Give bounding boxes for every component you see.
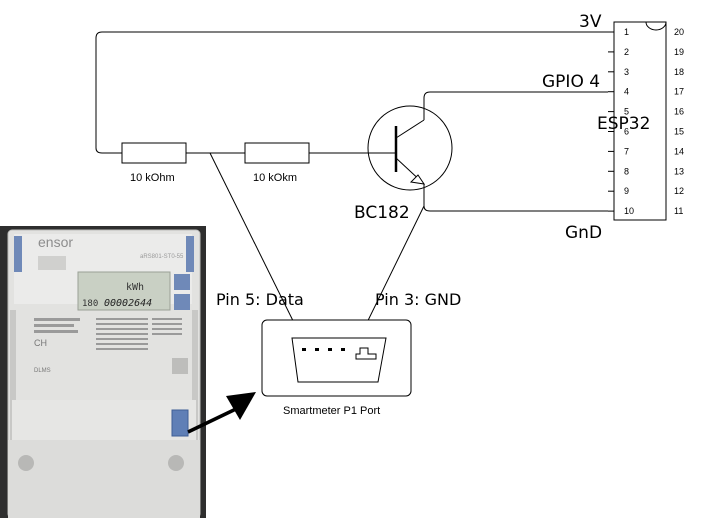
wire-gpio4	[423, 91, 608, 120]
meter-brand: ensor	[38, 234, 73, 250]
chip-pin-right-20: 20	[674, 27, 684, 37]
label-bc182: BC182	[354, 203, 410, 223]
meter-model: aRS801-ST0-55	[140, 254, 184, 260]
smart-meter-photo: ensor aRS801-ST0-55 kWh 180 00002644 CH …	[0, 226, 206, 518]
label-pin3: Pin 3: GND	[375, 290, 461, 309]
chip-pin-right-17: 17	[674, 87, 684, 97]
meter-lcd	[77, 271, 171, 311]
chip-pin-left-1: 1	[624, 27, 629, 37]
chip-pin-right-16: 16	[674, 107, 684, 117]
meter-unit: kWh	[126, 282, 144, 293]
chip-pin-right-14: 14	[674, 146, 684, 156]
port-pins	[302, 347, 377, 360]
chip-pin-left-9: 9	[624, 186, 629, 196]
label-resistor-1: 10 kOhm	[130, 172, 175, 184]
chip-pin-left-3: 3	[624, 67, 629, 77]
esp32-chip	[613, 21, 667, 221]
chip-pin-right-11: 11	[674, 206, 683, 216]
chip-pin-left-2: 2	[624, 47, 629, 57]
meter-p1-port	[171, 409, 189, 437]
chip-pin-left-5: 5	[624, 107, 629, 117]
resistor-1	[121, 142, 187, 164]
chip-notch	[645, 21, 667, 31]
label-resistor-2: 10 kOkm	[253, 172, 297, 184]
label-pin5: Pin 5: Data	[216, 290, 304, 309]
chip-pin-right-18: 18	[674, 67, 684, 77]
chip-pin-left-4: 4	[624, 87, 629, 97]
chip-pin-right-15: 15	[674, 127, 684, 137]
chip-pin-left-10: 10	[624, 206, 634, 216]
wire-data	[209, 152, 306, 346]
label-gpio4: GPIO 4	[542, 72, 600, 92]
chip-pin-left-8: 8	[624, 166, 629, 176]
wire-gnd	[423, 184, 608, 212]
chip-pin-right-19: 19	[674, 47, 684, 57]
chip-pin-left-6: 6	[624, 127, 629, 137]
arrow-head	[226, 392, 256, 420]
chip-pin-left-7: 7	[624, 146, 629, 156]
wire-3v	[95, 31, 608, 154]
arrow-shaft	[187, 406, 239, 434]
transistor-body	[367, 105, 453, 191]
emitter-arrow	[409, 174, 426, 185]
rj-connector-outline	[291, 337, 387, 383]
label-p1-port: Smartmeter P1 Port	[283, 405, 380, 417]
meter-reading: 00002644	[104, 298, 152, 309]
label-gnd: GnD	[565, 223, 602, 243]
resistor-2	[244, 142, 310, 164]
meter-dlms: DLMS	[34, 368, 51, 374]
chip-pin-right-13: 13	[674, 166, 684, 176]
label-esp32: ESP32	[597, 114, 650, 134]
meter-ce-mark: CH	[34, 338, 47, 348]
label-3v: 3V	[579, 12, 602, 32]
meter-obis: 180	[82, 299, 98, 309]
chip-pin-right-12: 12	[674, 186, 684, 196]
transistor-collector	[395, 119, 425, 139]
